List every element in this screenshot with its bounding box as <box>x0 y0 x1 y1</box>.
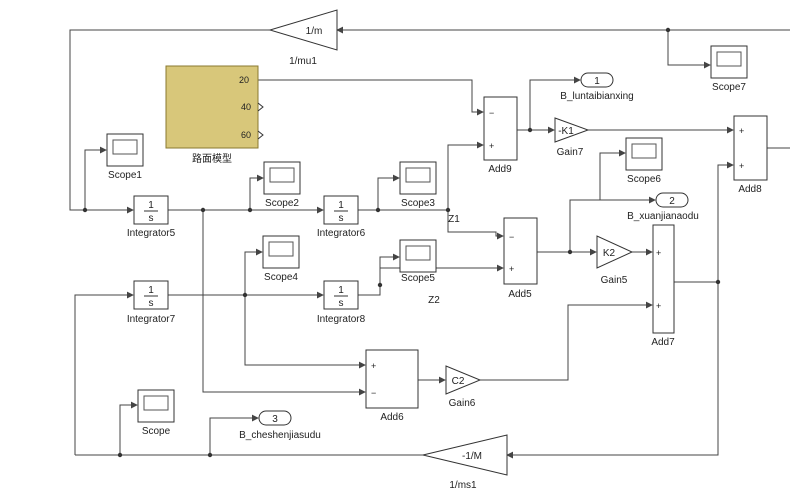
gain-block-ms1[interactable]: -1/M 1/ms1 <box>422 434 508 491</box>
gain5-text: K2 <box>603 248 616 259</box>
signal-lines <box>69 26 790 459</box>
gain5-label: Gain5 <box>601 275 628 286</box>
svg-text:−: − <box>509 232 514 242</box>
svg-text:−: − <box>489 108 494 118</box>
svg-text:+: + <box>656 248 661 258</box>
gain6-text: C2 <box>452 376 465 387</box>
signal-z2-label: Z2 <box>428 295 440 306</box>
integrator5-label: Integrator5 <box>127 228 176 239</box>
gain-block-mu1[interactable]: 1/m 1/mu1 <box>268 9 338 67</box>
integrator5-block[interactable]: 1 s Integrator5 <box>127 195 176 239</box>
scope6-label: Scope6 <box>627 174 661 185</box>
road-port-20: 20 <box>239 75 249 85</box>
add5-label: Add5 <box>508 289 532 300</box>
integrator8-block[interactable]: 1 s Integrator8 <box>317 280 366 325</box>
svg-text:s: s <box>339 298 344 309</box>
svg-text:+: + <box>656 301 661 311</box>
scope-label: Scope <box>142 426 171 437</box>
add7-label: Add7 <box>651 337 675 348</box>
gain-mu1-text: 1/m <box>306 26 323 37</box>
svg-text:s: s <box>339 213 344 224</box>
gain7-label: Gain7 <box>557 147 584 158</box>
svg-text:s: s <box>149 213 154 224</box>
add6-label: Add6 <box>380 412 404 423</box>
svg-text:1: 1 <box>148 200 154 211</box>
scope4-block[interactable]: Scope4 <box>262 235 300 283</box>
add7-block[interactable]: + + Add7 <box>651 224 675 348</box>
outport-1[interactable]: 1 B_luntaibianxing <box>560 72 634 102</box>
signal-z1-label: Z1 <box>448 214 460 225</box>
svg-text:−: − <box>371 388 376 398</box>
gain7-block[interactable]: -K1 Gain7 <box>554 117 590 158</box>
add8-block[interactable]: + + Add8 <box>733 115 768 195</box>
gain6-block[interactable]: C2 Gain6 <box>445 365 482 409</box>
integrator6-block[interactable]: 1 s Integrator6 <box>317 195 366 239</box>
gain5-block[interactable]: K2 Gain5 <box>596 235 634 286</box>
road-model-label: 路面模型 <box>192 152 232 165</box>
svg-text:+: + <box>371 361 376 371</box>
svg-text:+: + <box>739 126 744 136</box>
gain-ms1-text: -1/M <box>462 451 482 462</box>
svg-text:+: + <box>739 161 744 171</box>
scope4-label: Scope4 <box>264 272 298 283</box>
outport-2-label: B_xuanjianaodu <box>627 211 699 222</box>
scope2-label: Scope2 <box>265 198 299 209</box>
svg-text:+: + <box>509 264 514 274</box>
outport-2[interactable]: 2 B_xuanjianaodu <box>627 192 699 222</box>
gain6-label: Gain6 <box>449 398 476 409</box>
integrator7-block[interactable]: 1 s Integrator7 <box>127 280 176 325</box>
integrator8-label: Integrator8 <box>317 314 366 325</box>
road-port-40: 40 <box>241 102 251 112</box>
outport-1-label: B_luntaibianxing <box>560 91 633 102</box>
svg-text:1: 1 <box>338 285 344 296</box>
svg-text:1: 1 <box>148 285 154 296</box>
scope1-block[interactable]: Scope1 <box>106 133 144 181</box>
outport-3-label: B_cheshenjiasudu <box>239 430 321 441</box>
scope-block[interactable]: Scope <box>137 389 175 437</box>
road-port-60: 60 <box>241 130 251 140</box>
add6-block[interactable]: + − Add6 <box>365 349 419 423</box>
road-model-subsystem[interactable]: 20 40 60 路面模型 <box>165 65 264 165</box>
svg-text:s: s <box>149 298 154 309</box>
scope3-label: Scope3 <box>401 198 435 209</box>
scope1-label: Scope1 <box>108 170 142 181</box>
scope2-block[interactable]: Scope2 <box>263 161 301 209</box>
gain-ms1-label: 1/ms1 <box>449 480 477 491</box>
scope7-block[interactable]: Scope7 <box>710 45 748 93</box>
scope5-block[interactable]: Scope5 <box>399 239 437 284</box>
outport-3[interactable]: 3 B_cheshenjiasudu <box>239 410 321 441</box>
scope7-label: Scope7 <box>712 82 746 93</box>
svg-text:2: 2 <box>669 196 675 207</box>
add9-block[interactable]: − + Add9 <box>483 96 518 175</box>
integrator7-label: Integrator7 <box>127 314 176 325</box>
scope3-block[interactable]: Scope3 <box>399 161 437 209</box>
gain7-text: -K1 <box>558 126 574 137</box>
svg-text:1: 1 <box>594 76 600 87</box>
add8-label: Add8 <box>738 184 762 195</box>
add9-label: Add9 <box>488 164 512 175</box>
add5-block[interactable]: − + Add5 <box>503 217 538 300</box>
svg-text:1: 1 <box>338 200 344 211</box>
svg-text:+: + <box>489 141 494 151</box>
scope6-block[interactable]: Scope6 <box>625 137 663 185</box>
scope5-label: Scope5 <box>401 273 435 284</box>
svg-text:3: 3 <box>272 414 278 425</box>
integrator6-label: Integrator6 <box>317 228 366 239</box>
gain-mu1-label: 1/mu1 <box>289 56 317 67</box>
